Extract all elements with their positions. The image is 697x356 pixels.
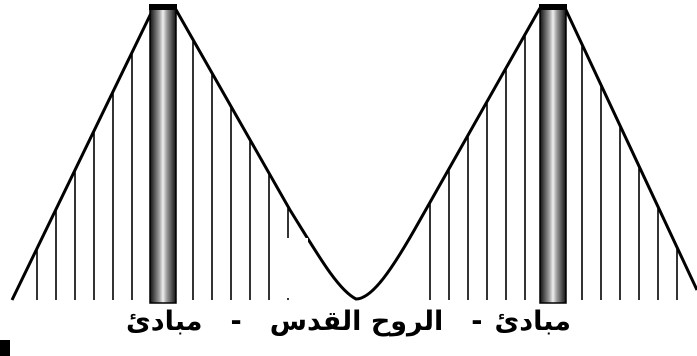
caption-right-word: مبادئ [494, 306, 571, 337]
caption-separator-left: - [230, 306, 242, 337]
tower-left [149, 4, 177, 304]
caption-separator-right: - [471, 306, 483, 337]
caption-left-word: مبادئ [126, 306, 203, 337]
cable-gap [284, 238, 308, 298]
main-cable-right-outer [563, 7, 697, 291]
suspender-cables [36, 34, 678, 300]
main-cable-left-outer [10, 4, 157, 301]
caption-center-phrase: الروح القدس [269, 306, 444, 337]
tower-right [539, 4, 567, 304]
main-cable-center [173, 7, 542, 301]
corner-mark [0, 340, 10, 356]
diagram-caption: مبادئ-الروح القدس-مبادئ [0, 300, 697, 344]
